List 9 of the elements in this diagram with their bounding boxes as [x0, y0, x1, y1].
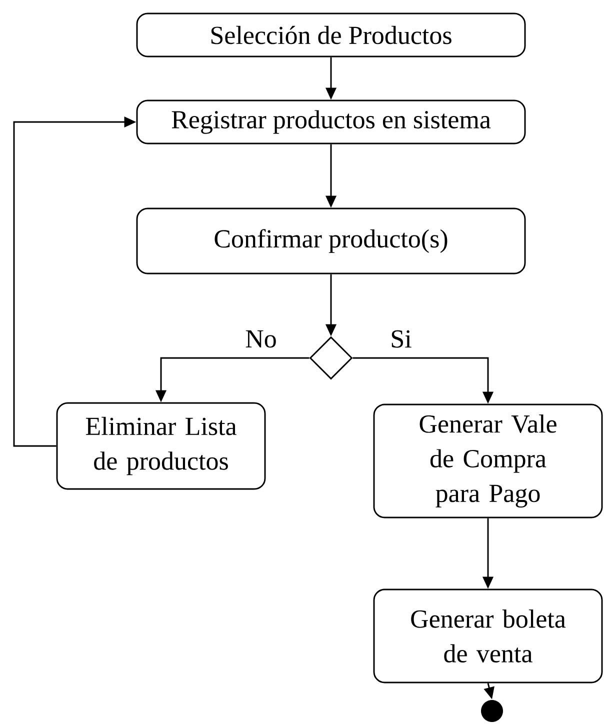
activity-box: Generar Vale de Compra para Pago [373, 404, 603, 518]
end-point [481, 700, 503, 722]
edge-label: No [244, 329, 278, 349]
activity-box: Registrar productos en sistema [136, 100, 526, 144]
activity-box: Selección de Productos [136, 12, 526, 58]
activity-box: Generar boleta de venta [373, 588, 603, 684]
activity-box: Eliminar Lista de productos [56, 402, 266, 490]
edge-label: Si [388, 328, 414, 350]
activity-box: Confirmar producto(s) [136, 208, 526, 274]
